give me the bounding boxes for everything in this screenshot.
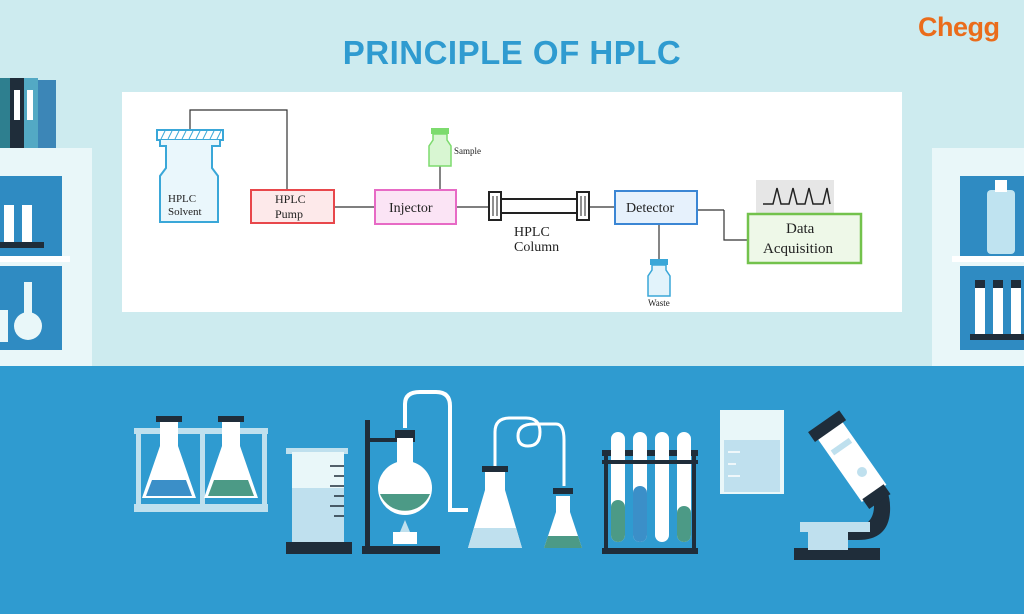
waste-label: Waste [648,298,670,308]
column-label-1: HPLC [514,225,550,240]
brand-logo: Chegg [918,12,1000,42]
sample-bottle-icon [428,128,452,167]
injector-box [374,189,457,225]
detector-box [614,190,698,225]
shelf-left [0,148,92,366]
beaker-icon [286,448,352,554]
detector-label: Detector [626,201,675,216]
waste-bottle-icon [647,259,671,297]
conical-flask-icon [468,416,582,548]
connector-lines [189,109,748,260]
distillation-stand-icon [362,390,468,554]
data-label-2: Acquisition [763,241,833,257]
solvent-label-1: HPLC [168,193,196,205]
page-title: PRINCIPLE OF HPLC [342,34,682,71]
solvent-bottle [156,129,224,223]
books-left [0,78,56,150]
pump-box [250,189,335,224]
measuring-cup-icon [720,410,784,494]
pump-label-1: HPLC [275,192,306,206]
shelf-right [932,148,1024,366]
flask-rack-icon [134,416,268,512]
injector-label: Injector [389,201,433,216]
chromatogram-icon [756,180,834,214]
data-label-1: Data [786,221,815,237]
test-tube-rack-icon [602,432,698,554]
solvent-label-2: Solvent [168,206,202,218]
data-acquisition-box [746,212,863,265]
microscope-icon [794,410,891,560]
hplc-column-icon [488,191,590,221]
sample-label: Sample [454,146,481,156]
pump-label-2: Pump [275,207,303,221]
column-label-2: Column [514,240,559,255]
